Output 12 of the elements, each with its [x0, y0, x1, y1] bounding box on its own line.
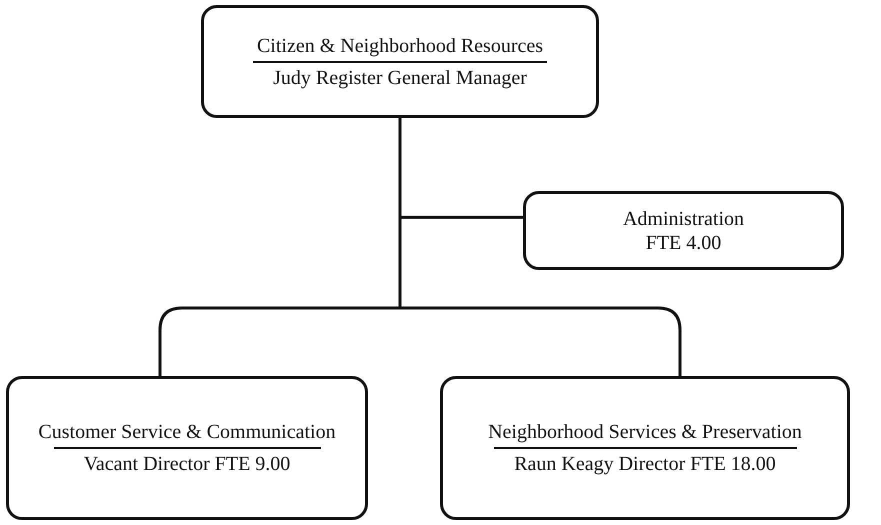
org-unit-box	[201, 5, 599, 118]
unit-name: Administration	[622, 206, 746, 230]
unit-name: Neighborhood Services & Preservation	[487, 420, 803, 444]
org-unit-box	[440, 376, 850, 520]
unit-name: Customer Service & Communication	[37, 420, 337, 444]
org-unit-box	[6, 376, 368, 520]
unit-details: Raun Keagy Director FTE 18.00	[513, 452, 777, 476]
org-unit-box	[523, 191, 844, 270]
unit-details: FTE 4.00	[644, 230, 722, 254]
unit-details: Judy Register General Manager	[272, 66, 528, 90]
unit-details: Vacant Director FTE 9.00	[82, 452, 292, 476]
unit-name: Citizen & Neighborhood Resources	[256, 34, 544, 58]
